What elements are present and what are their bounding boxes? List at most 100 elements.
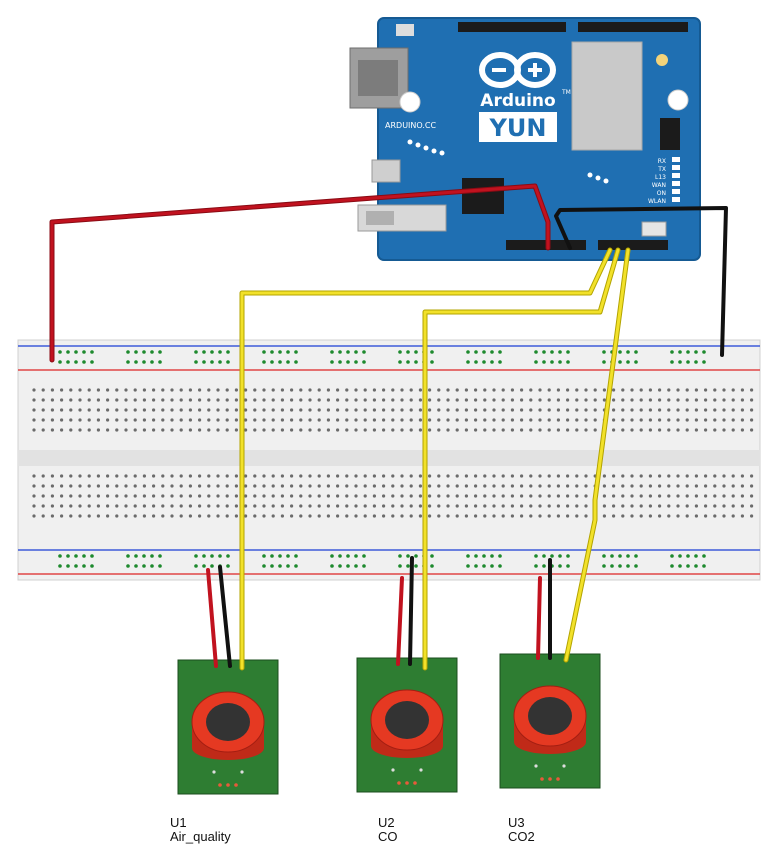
sensor-id: U3	[508, 815, 525, 830]
wires	[49, 183, 728, 671]
breadboard-hole	[336, 418, 340, 422]
breadboard-hole	[556, 484, 561, 488]
breadboard-hole	[326, 484, 330, 488]
breadboard-hole	[106, 398, 110, 402]
breadboard-hole	[575, 428, 579, 432]
breadboard-hole	[474, 514, 478, 518]
breadboard-hole	[253, 484, 257, 488]
top-header-right	[578, 22, 688, 32]
breadboard-hole	[262, 494, 266, 498]
micro-usb	[371, 159, 401, 183]
led-label: TX	[657, 166, 666, 173]
breadboard-hole	[50, 418, 55, 422]
breadboard-hole	[188, 388, 192, 392]
rail-hole	[678, 564, 682, 568]
breadboard-hole	[685, 408, 689, 412]
breadboard-hole	[345, 474, 349, 478]
breadboard-hole	[731, 408, 735, 412]
breadboard-hole	[345, 388, 349, 392]
breadboard-hole	[538, 474, 542, 478]
breadboard-hole	[510, 428, 514, 432]
led-label: RX	[658, 158, 666, 165]
breadboard-hole	[253, 418, 257, 422]
breadboard-hole	[271, 418, 275, 422]
status-led	[672, 165, 680, 170]
breadboard-hole	[317, 428, 321, 432]
breadboard-hole	[750, 514, 754, 518]
breadboard-hole	[170, 484, 174, 488]
rail-hole	[566, 360, 570, 364]
breadboard-hole	[179, 428, 183, 432]
breadboard-hole	[32, 474, 36, 478]
rail-hole	[82, 554, 86, 558]
breadboard-hole	[612, 504, 616, 508]
breadboard-hole	[244, 388, 248, 392]
breadboard-hole	[538, 494, 542, 498]
rail-hole	[90, 360, 94, 364]
u3-power-wire	[536, 576, 542, 660]
breadboard-hole	[354, 428, 358, 432]
breadboard-hole	[382, 494, 386, 498]
breadboard-hole	[32, 388, 36, 392]
breadboard-hole	[464, 514, 468, 518]
module-led	[656, 54, 668, 66]
breadboard-hole	[308, 388, 312, 392]
breadboard-hole	[446, 408, 450, 412]
breadboard-hole	[78, 418, 82, 422]
breadboard-hole	[639, 398, 643, 402]
breadboard-hole	[648, 398, 653, 402]
breadboard-hole	[492, 388, 496, 392]
breadboard-hole	[363, 504, 367, 508]
breadboard-hole	[69, 474, 73, 478]
rail-hole	[550, 350, 554, 354]
breadboard-hole	[290, 408, 294, 412]
breadboard-hole	[621, 388, 625, 392]
yun-reset-button	[641, 221, 667, 237]
breadboard-hole	[694, 504, 699, 508]
breadboard-hole	[133, 504, 137, 508]
breadboard-hole	[538, 428, 542, 432]
rail-hole	[542, 554, 546, 558]
breadboard-hole	[234, 398, 238, 402]
breadboard-hole	[280, 388, 284, 392]
rail-hole	[634, 360, 638, 364]
sensor-dot	[562, 764, 566, 768]
breadboard-hole	[96, 418, 100, 422]
breadboard-hole	[437, 428, 441, 432]
breadboard-hole	[492, 474, 496, 478]
sensor-dot	[534, 764, 538, 768]
breadboard-hole	[731, 474, 735, 478]
breadboard-hole	[372, 418, 376, 422]
breadboard-hole	[520, 398, 524, 402]
breadboard-hole	[437, 514, 441, 518]
breadboard-hole	[41, 418, 45, 422]
breadboard-hole	[621, 428, 625, 432]
breadboard-hole	[271, 514, 275, 518]
breadboard-hole	[621, 484, 625, 488]
breadboard-hole	[363, 514, 367, 518]
breadboard-hole	[400, 398, 404, 402]
led-label: ON	[657, 190, 666, 197]
rail-hole	[262, 360, 266, 364]
breadboard-hole	[170, 428, 174, 432]
breadboard-hole	[510, 504, 514, 508]
breadboard-hole	[547, 388, 551, 392]
breadboard-hole	[648, 418, 653, 422]
breadboard-hole	[161, 514, 165, 518]
rail-hole	[354, 360, 358, 364]
breadboard-hole	[60, 494, 64, 498]
breadboard-hole	[290, 398, 294, 402]
rail-hole	[346, 360, 350, 364]
breadboard-hole	[630, 504, 634, 508]
breadboard-hole	[234, 418, 238, 422]
breadboard-hole	[280, 514, 284, 518]
breadboard-hole	[740, 408, 745, 412]
rail-hole	[466, 554, 470, 558]
breadboard-hole	[722, 408, 726, 412]
rail-hole	[694, 554, 698, 558]
breadboard-hole	[354, 418, 358, 422]
rail-hole	[194, 564, 198, 568]
breadboard-hole	[41, 474, 45, 478]
breadboard-hole	[152, 428, 156, 432]
breadboard-hole	[418, 388, 422, 392]
